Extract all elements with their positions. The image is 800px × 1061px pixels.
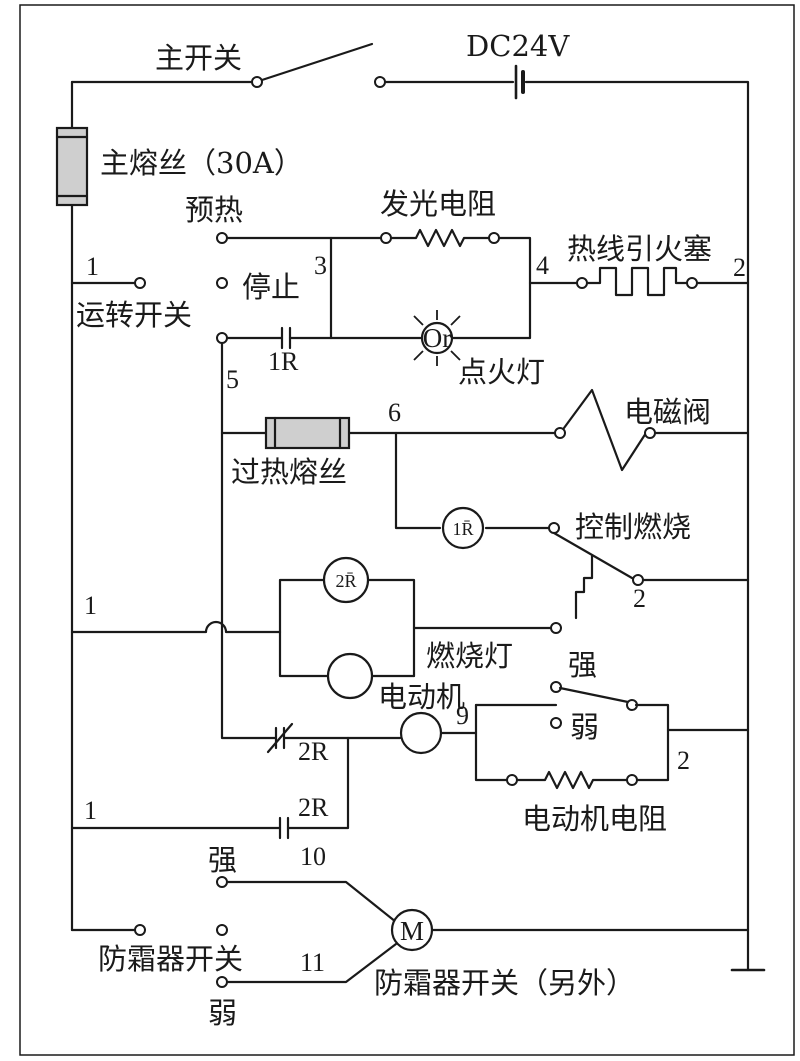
label-dc-source: DC24V	[466, 29, 570, 63]
label-defrost-switch-other: 防霜器开关（另外）	[374, 966, 635, 1000]
preheat-circuit	[224, 236, 750, 340]
label-combustion-control: 控制燃烧	[575, 510, 691, 544]
combustion-control: 1R̄	[394, 431, 750, 620]
overheat-fuse	[264, 416, 351, 450]
node-9: 9	[456, 701, 469, 730]
node-2-b: 2	[633, 584, 646, 613]
label-run-switch: 运转开关	[76, 298, 192, 332]
node-2-c: 2	[677, 746, 690, 775]
label-ignition-lamp: 点火灯	[458, 355, 545, 389]
solenoid-branch	[220, 388, 750, 472]
node-6: 6	[388, 398, 401, 427]
label-weak-defrost: 弱	[208, 996, 237, 1030]
main-switch	[251, 42, 386, 88]
label-overheat-fuse: 过热熔丝	[231, 455, 347, 489]
defrost-branch: M	[70, 876, 750, 988]
ignition-lamp: Or	[413, 310, 461, 366]
node-1-c: 1	[84, 796, 97, 825]
label-stop: 停止	[242, 270, 300, 304]
label-preheat: 预热	[185, 193, 243, 227]
preheat-terminal	[216, 232, 228, 244]
node-2-a: 2	[733, 253, 746, 282]
node-1-a: 1	[86, 252, 99, 281]
label-hot-wire-plug: 热线引火塞	[567, 232, 712, 266]
hot-wire-plug	[576, 266, 698, 297]
page-frame	[19, 4, 795, 1056]
label-defrost-switch: 防霜器开关	[98, 942, 243, 976]
node-11: 11	[300, 948, 325, 977]
defrost-motor-symbol: M	[400, 916, 424, 946]
relay-2r-bar-symbol: 2R̄	[335, 571, 356, 591]
battery-symbol	[514, 64, 525, 100]
label-relay-1r: 1R	[268, 347, 299, 376]
relay-1r-bar-symbol: 1R̄	[452, 519, 473, 539]
node-10: 10	[300, 842, 326, 871]
label-strong-motor: 强	[568, 648, 597, 682]
label-solenoid-valve: 电磁阀	[624, 395, 711, 429]
node-3: 3	[314, 251, 327, 280]
node-5: 5	[226, 365, 239, 394]
motor-branch	[70, 681, 750, 840]
label-weak-motor: 弱	[570, 710, 599, 744]
run-switch	[70, 277, 278, 740]
label-relay-2r-a: 2R	[298, 737, 329, 766]
label-motor-resistor: 电动机电阻	[522, 802, 667, 836]
combustion-lamp-branch: 2R̄	[70, 556, 562, 700]
node-1-b: 1	[84, 591, 97, 620]
label-main-fuse: 主熔丝（30A）	[100, 146, 303, 180]
label-strong-defrost: 强	[208, 843, 237, 877]
node-4: 4	[536, 251, 549, 280]
label-motor: 电动机	[378, 680, 465, 714]
glow-resistor	[380, 228, 500, 248]
top-supply-wires	[70, 80, 750, 972]
label-relay-2r-b: 2R	[298, 793, 329, 822]
relay-1r-contact	[280, 326, 292, 350]
ignition-lamp-symbol: Or	[423, 323, 452, 353]
label-glow-resistor: 发光电阻	[380, 187, 496, 221]
label-combustion-lamp: 燃烧灯	[426, 639, 513, 673]
main-fuse	[55, 126, 89, 207]
label-main-switch: 主开关	[155, 41, 242, 75]
